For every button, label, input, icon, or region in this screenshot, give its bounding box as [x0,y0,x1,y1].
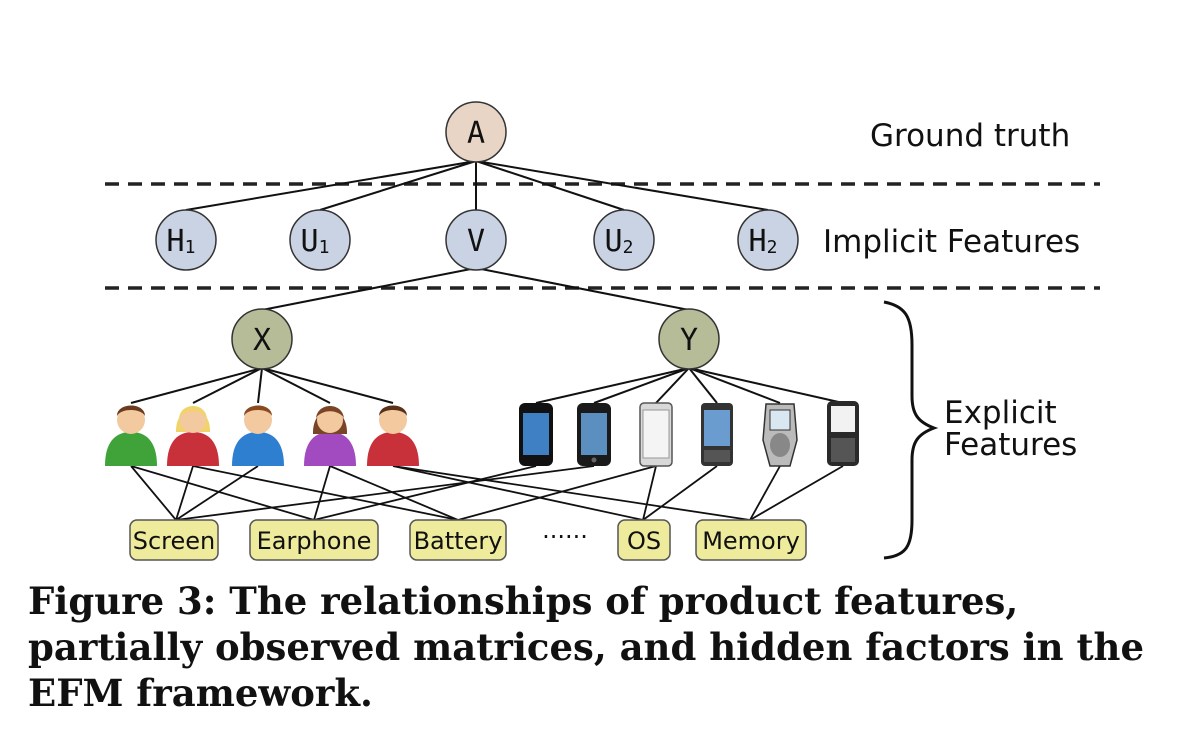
feature-box-battery: Battery [409,519,507,561]
node-h2: H2 [737,209,799,271]
node-u2: U2 [593,209,655,271]
svg-text:Battery: Battery [414,527,503,555]
edges-implicit-explicit [261,267,690,311]
svg-text:U1: U1 [301,224,330,259]
phone-icon-2 [577,403,611,466]
feature-ellipsis: ······ [542,523,588,551]
label-explicit-line1: Explicit [944,395,1057,431]
user-icon-2 [167,406,219,466]
svg-text:Earphone: Earphone [257,527,372,555]
svg-text:A: A [467,116,485,151]
user-icon-4 [304,406,356,466]
svg-text:OS: OS [627,527,661,555]
feature-box-screen: Screen [129,519,219,561]
svg-text:V: V [467,224,485,259]
user-icon-5 [367,405,419,466]
node-h1: H1 [155,209,217,271]
svg-text:H2: H2 [749,224,778,259]
phone-icon-3 [639,402,673,467]
node-v: V [445,209,507,271]
label-explicit-line2: Features [944,427,1077,463]
node-x: X [231,308,293,370]
edges-y-phones [535,367,844,404]
efm-diagram: A H1 U1 V U2 H2 X Y [105,101,1100,561]
svg-text:H1: H1 [167,224,196,259]
svg-text:X: X [253,323,271,358]
explicit-brace [883,300,939,560]
node-y: Y [658,308,720,370]
node-a: A [445,101,507,163]
user-icon-1 [105,405,157,466]
user-icon-3 [232,405,284,466]
phone-icon-1 [519,403,553,466]
edges-x-users [130,367,394,404]
label-implicit-features: Implicit Features [823,224,1080,260]
edges-ground-implicit [185,160,769,211]
label-ground-truth: Ground truth [870,118,1070,154]
figure-caption: Figure 3: The relationships of product f… [28,579,1144,715]
feature-box-earphone: Earphone [249,519,379,561]
svg-text:U2: U2 [605,224,634,259]
node-u1: U1 [289,209,351,271]
feature-box-memory: Memory [695,519,807,561]
edges-entities-features [130,465,844,521]
phone-icon-6 [827,401,859,466]
svg-text:Memory: Memory [702,527,800,555]
feature-box-os: OS [617,519,671,561]
phone-icon-4 [701,403,733,466]
phone-icon-5 [762,403,798,467]
svg-text:Y: Y [680,323,698,358]
svg-text:Screen: Screen [133,527,216,555]
